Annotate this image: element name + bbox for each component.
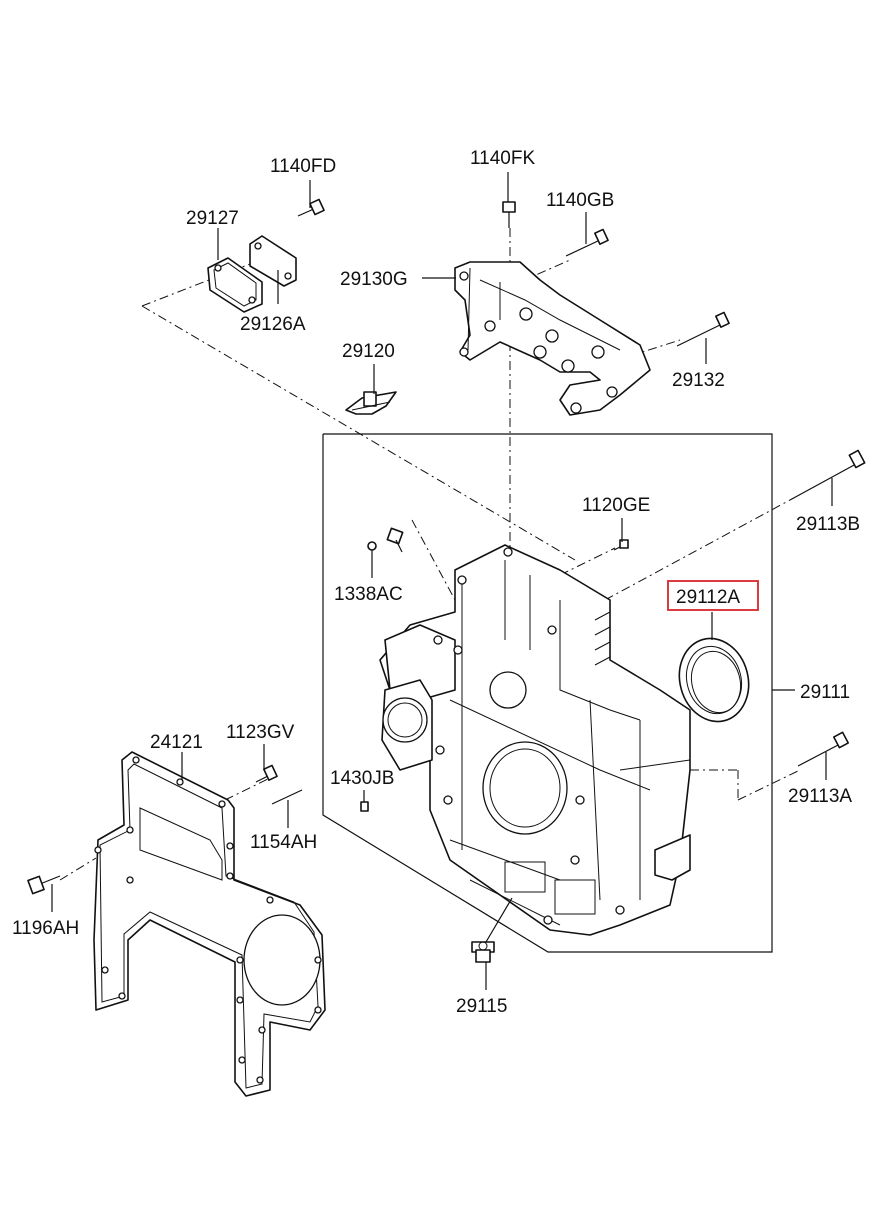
label-1140FD: 1140FD — [270, 156, 336, 177]
label-29113B: 29113B — [796, 514, 860, 535]
label-29112A: 29112A — [676, 587, 740, 608]
assembly-frame — [322, 433, 795, 953]
alignment-lines — [59, 228, 801, 881]
gasket-plate-24121 — [93, 751, 326, 1097]
label-29132: 29132 — [672, 370, 725, 391]
part-labels: 1140FD 29127 29126A 1140FK 1140GB 29130G… — [12, 148, 860, 1017]
label-1140GB: 1140GB — [546, 190, 614, 211]
label-1123GV: 1123GV — [226, 722, 295, 743]
bolt-29132-icon — [676, 311, 730, 347]
pin-1430JB-icon — [360, 801, 369, 812]
label-1430JB: 1430JB — [330, 768, 394, 789]
bolt-1123GV-icon — [255, 764, 278, 783]
label-29127: 29127 — [186, 208, 239, 229]
bracket-29130G — [454, 261, 651, 416]
label-29120: 29120 — [342, 341, 395, 362]
oil-seal-29112A — [678, 637, 750, 723]
label-29113A: 29113A — [788, 786, 852, 807]
cover-gasket-29127 — [207, 257, 263, 313]
label-1120GE: 1120GE — [582, 495, 650, 516]
label-29111: 29111 — [800, 682, 850, 703]
label-29130G: 29130G — [340, 269, 408, 290]
stud-1154AH-icon — [271, 789, 303, 805]
part-29120 — [345, 391, 397, 415]
fitting-1338AC-icon — [367, 527, 404, 553]
leader-lines — [51, 172, 833, 990]
bolt-1140FK-icon — [502, 201, 516, 228]
bolt-1120GE-icon — [613, 539, 629, 551]
bolt-1140FD-icon — [297, 198, 325, 217]
label-1154AH: 1154AH — [250, 832, 317, 853]
label-24121: 24121 — [150, 732, 203, 753]
bolt-29113A-icon — [797, 731, 850, 767]
plug-29115-icon — [471, 941, 495, 963]
bolt-1140GB-icon — [565, 228, 609, 257]
label-29126A: 29126A — [240, 314, 306, 335]
label-29115: 29115 — [456, 996, 507, 1017]
label-1196AH: 1196AH — [12, 918, 79, 939]
front-cover-29111 — [379, 544, 691, 936]
highlight-box-29112A — [667, 580, 759, 611]
label-1140FK: 1140FK — [470, 148, 535, 169]
bolt-1196AH-icon — [27, 875, 61, 895]
bolt-29113B-icon — [789, 449, 866, 501]
label-1338AC: 1338AC — [334, 584, 403, 605]
cover-plate-29126A — [249, 235, 297, 287]
